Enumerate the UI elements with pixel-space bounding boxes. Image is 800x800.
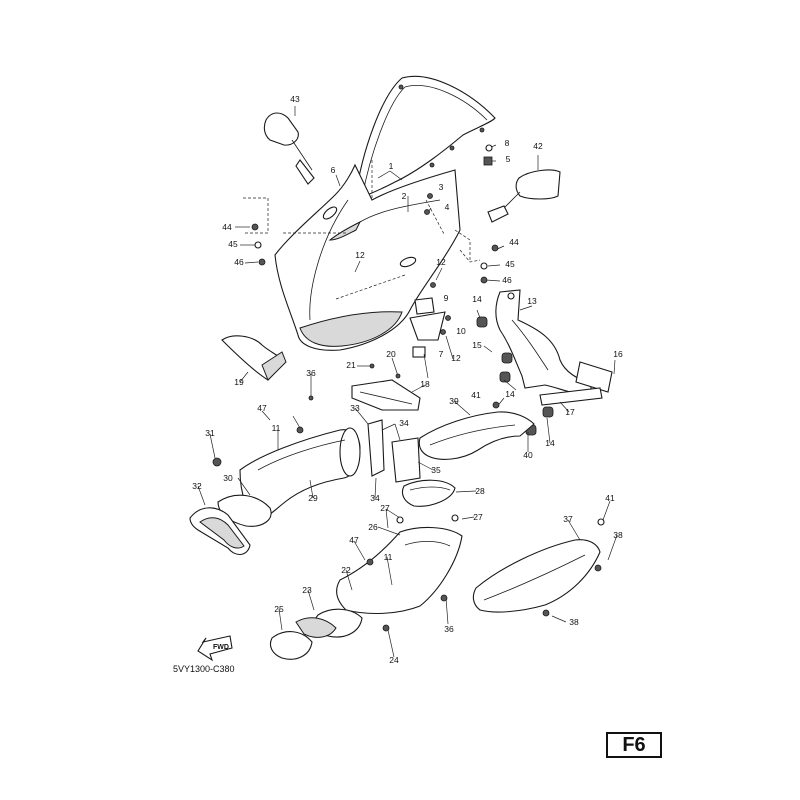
callout-42: 42	[533, 141, 543, 151]
callout-4: 4	[445, 202, 450, 212]
callout-33: 33	[350, 403, 360, 413]
upper-cowling	[274, 163, 461, 351]
callout-11b: 11	[384, 552, 393, 562]
fwd-arrow-label: FWD	[213, 644, 229, 651]
callout-44: 44	[222, 222, 232, 232]
callout-3: 3	[439, 182, 444, 192]
air-duct-left	[189, 427, 361, 555]
callout-23: 23	[302, 585, 312, 595]
callout-45b: 45	[505, 259, 515, 269]
callout-45: 45	[228, 239, 238, 249]
callout-34b: 34	[370, 493, 380, 503]
callout-28: 28	[475, 486, 485, 496]
callout-43: 43	[290, 94, 300, 104]
callout-46: 46	[234, 257, 244, 267]
callout-22: 22	[341, 565, 351, 575]
callout-2: 2	[402, 191, 407, 201]
callout-16: 16	[613, 349, 623, 359]
callout-7: 7	[439, 349, 444, 359]
callout-36b: 36	[444, 624, 454, 634]
lower-cowl-37	[472, 539, 602, 617]
callout-26: 26	[368, 522, 378, 532]
hardware	[212, 144, 605, 632]
side-cowl-39	[418, 411, 535, 460]
callout-10: 10	[456, 326, 466, 336]
callout-41: 41	[471, 390, 481, 400]
assembly-lines	[243, 160, 481, 300]
callout-27b: 27	[473, 512, 483, 522]
callout-25: 25	[274, 604, 284, 614]
callout-47: 47	[257, 403, 267, 413]
callout-15: 15	[472, 340, 482, 350]
callout-12: 12	[355, 250, 365, 260]
callout-20: 20	[386, 349, 396, 359]
callout-14: 14	[472, 294, 482, 304]
callout-32: 32	[192, 481, 202, 491]
callout-17: 17	[565, 407, 575, 417]
center-pieces	[367, 419, 456, 507]
callout-38b: 38	[569, 617, 579, 627]
cowling-stay	[495, 289, 613, 406]
callout-31: 31	[205, 428, 215, 438]
side-panel-19	[221, 335, 287, 381]
callout-5: 5	[506, 154, 511, 164]
callout-9: 9	[444, 293, 449, 303]
callout-38: 38	[613, 530, 623, 540]
page-label-box: F6	[606, 732, 662, 758]
callout-30: 30	[223, 473, 233, 483]
callout-34: 34	[399, 418, 409, 428]
callout-40: 40	[523, 450, 533, 460]
air-duct-lower	[269, 526, 463, 660]
callout-41b: 41	[605, 493, 615, 503]
mirror-right	[487, 169, 561, 223]
callout-27: 27	[380, 503, 390, 513]
callout-39: 39	[449, 396, 459, 406]
figure-code: 5VY1300-C380	[173, 664, 235, 674]
callout-12c: 12	[451, 353, 461, 363]
callout-6: 6	[331, 165, 336, 175]
callout-46b: 46	[502, 275, 512, 285]
callout-14b: 14	[505, 389, 515, 399]
page-label: F6	[622, 733, 646, 756]
callout-13: 13	[527, 296, 537, 306]
callout-36: 36	[306, 368, 316, 378]
callout-21: 21	[346, 360, 356, 370]
callout-24: 24	[389, 655, 399, 665]
callout-11: 11	[272, 423, 281, 433]
leader-lines	[197, 106, 618, 658]
callout-18: 18	[420, 379, 430, 389]
callout-14c: 14	[545, 438, 555, 448]
inner-panel-18	[351, 379, 421, 411]
fwd-arrow: FWD	[197, 635, 233, 662]
callout-1: 1	[389, 161, 394, 171]
callout-8: 8	[505, 138, 510, 148]
small-brackets	[409, 282, 451, 358]
callout-19: 19	[234, 377, 244, 387]
windscreen	[354, 75, 496, 201]
callout-35: 35	[431, 465, 441, 475]
callout-47b: 47	[349, 535, 359, 545]
mirror-left	[263, 112, 315, 185]
callout-44b: 44	[509, 237, 519, 247]
callout-12b: 12	[436, 257, 446, 267]
callout-37: 37	[563, 514, 573, 524]
callout-labels: 1 2 3 4 5 6 7 8 9 10 11 11 12 12 12 13 1…	[192, 94, 623, 665]
callout-29: 29	[308, 493, 318, 503]
